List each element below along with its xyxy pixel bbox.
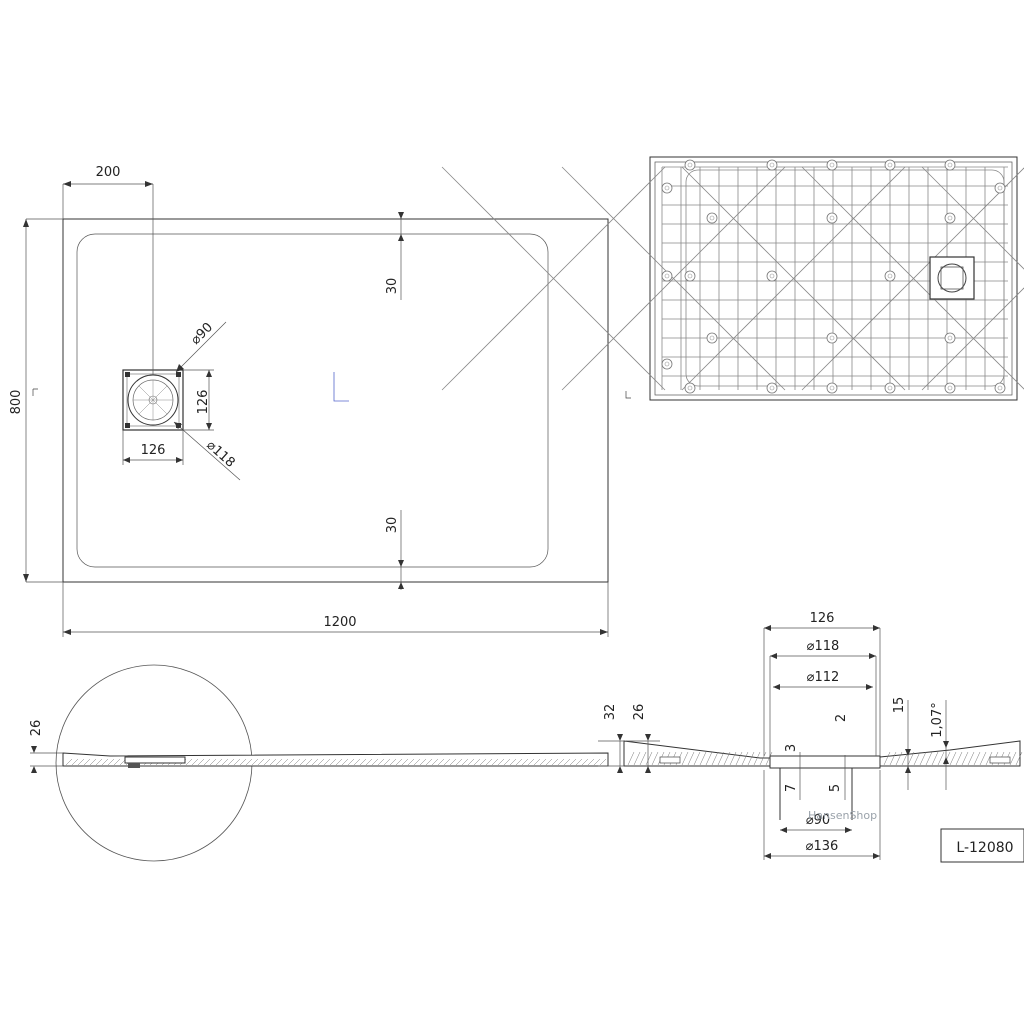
dim-800: 800 xyxy=(9,390,24,415)
title-block: L-12080 xyxy=(940,828,1024,863)
dim-diameter-90: ⌀90 xyxy=(188,320,216,348)
side-section: 26 xyxy=(29,664,609,862)
dim-diameter-118: ⌀118 xyxy=(203,438,237,471)
watermark-text: HansenShop xyxy=(808,809,877,822)
detail-dim-26: 26 xyxy=(632,704,647,721)
detail-section: 126 ⌀118 ⌀112 32 26 15 1,07° 2 3 7 5 ⌀90… xyxy=(598,611,1023,860)
detail-dim-32: 32 xyxy=(603,704,618,721)
detail-dim-7: 7 xyxy=(784,784,799,792)
dim-30-bottom: 30 xyxy=(385,517,400,534)
model-code: L-12080 xyxy=(956,840,1013,856)
drain-plan xyxy=(122,369,184,431)
dim-126-horizontal: 126 xyxy=(141,443,166,458)
detail-dim-126: 126 xyxy=(810,611,835,626)
detail-dim-5: 5 xyxy=(828,784,843,792)
detail-dim-112: ⌀112 xyxy=(807,670,840,685)
detail-dim-2: 2 xyxy=(834,714,849,722)
detail-dim-slope: 1,07° xyxy=(930,702,945,737)
dim-126-vertical: 126 xyxy=(196,390,211,415)
detail-dim-3: 3 xyxy=(784,744,799,752)
plan-view: 200 800 30 30 ⌀90 126 126 ⌀118 1200 xyxy=(9,165,631,637)
dim-26-side: 26 xyxy=(29,720,44,737)
dim-200: 200 xyxy=(96,165,121,180)
detail-dim-15: 15 xyxy=(892,697,907,714)
underside-view xyxy=(441,156,1024,401)
detail-dim-136: ⌀136 xyxy=(806,839,839,854)
dim-1200: 1200 xyxy=(323,615,356,630)
detail-dim-118: ⌀118 xyxy=(807,639,840,654)
dim-30-top: 30 xyxy=(385,278,400,295)
detail-dim-90: ⌀90 xyxy=(806,813,830,828)
